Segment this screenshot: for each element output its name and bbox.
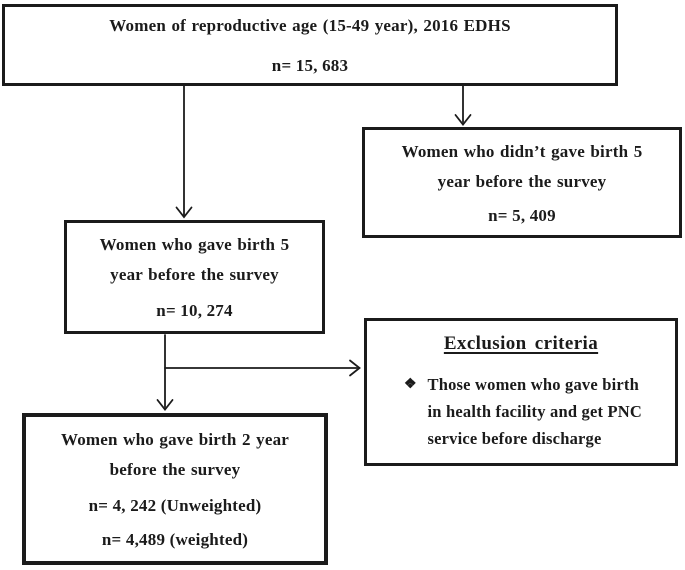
box-birth-2yr: Women who gave birth 2 year before the s… [22, 413, 328, 565]
birth-2yr-title-line1: Women who gave birth 2 year [60, 430, 290, 449]
birth-2yr-count-weighted: n= 4,489 (weighted) [101, 530, 249, 549]
no-birth-5yr-title-line2: year before the survey [437, 171, 607, 191]
box-birth-5yr: Women who gave birth 5 year before the s… [64, 220, 325, 334]
birth-5yr-count: n= 10, 274 [156, 301, 233, 320]
exclusion-item-line2: in health facility and get PNC [427, 402, 643, 421]
birth-2yr-title-line2: before the survey [109, 460, 241, 479]
no-birth-5yr-count: n= 5, 409 [488, 205, 556, 225]
arrow-source-to-birth5yr-head [175, 206, 193, 219]
exclusion-criteria-title: Exclusion criteria [443, 333, 599, 354]
birth-5yr-title-line1: Women who gave birth 5 [99, 235, 290, 254]
box-no-birth-5yr: Women who didn’t gave birth 5 year befor… [362, 127, 682, 238]
diamond-bullet-icon: ❖ [403, 377, 417, 392]
box-exclusion-criteria: Exclusion criteria ❖ Those women who gav… [364, 318, 678, 466]
source-population-title: Women of reproductive age (15-49 year), … [109, 16, 511, 35]
birth-5yr-title-line2: year before the survey [110, 265, 279, 284]
arrow-birth5yr-to-birth2yr-head [156, 399, 174, 411]
source-population-count: n= 15, 683 [271, 56, 349, 75]
arrow-source-to-nobirth5yr-head [454, 114, 472, 126]
no-birth-5yr-title-line1: Women who didn’t gave birth 5 [401, 141, 643, 161]
exclusion-criteria-item-text: Those women who gave birth in health fac… [428, 371, 643, 452]
exclusion-criteria-item: ❖ Those women who gave birth in health f… [398, 371, 644, 452]
arrow-branch-to-exclusion-head [349, 359, 361, 377]
box-source-population: Women of reproductive age (15-49 year), … [2, 4, 618, 86]
exclusion-item-line3: service before discharge [427, 429, 602, 448]
exclusion-item-line1: Those women who gave birth [427, 375, 639, 394]
birth-2yr-count-unweighted: n= 4, 242 (Unweighted) [88, 496, 262, 515]
